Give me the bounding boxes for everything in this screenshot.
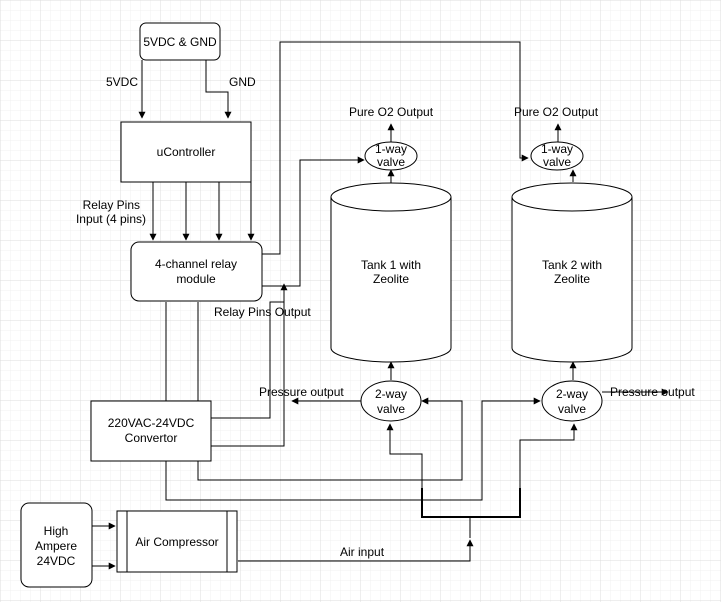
tank1-cylinder: Tank 1 with Zeolite bbox=[330, 182, 452, 363]
label-gnd: GND bbox=[229, 75, 256, 89]
label-air-input: Air input bbox=[340, 545, 385, 559]
high-ampere-label-line2: Ampere bbox=[35, 539, 77, 553]
label-5vdc: 5VDC bbox=[106, 75, 138, 89]
valve-1way-tank1-line2: valve bbox=[377, 155, 405, 169]
tank1-label-line2: Zeolite bbox=[373, 272, 409, 286]
label-pure-o2-output-1: Pure O2 Output bbox=[349, 105, 434, 119]
valve-2way-tank2-line1: 2-way bbox=[556, 387, 588, 401]
power-5vdc-gnd-label: 5VDC & GND bbox=[143, 35, 217, 49]
converter-label-line2: Convertor bbox=[125, 431, 178, 445]
label-pressure-output-2: Pressure output bbox=[610, 385, 695, 399]
wire-gnd bbox=[205, 60, 232, 119]
valve-1way-tank1-line1: 1-way bbox=[375, 142, 407, 156]
tank2-cylinder: Tank 2 with Zeolite bbox=[511, 182, 633, 363]
power-5vdc-gnd-box: 5VDC & GND bbox=[139, 22, 221, 61]
wire-relay-to-2way-1 bbox=[197, 397, 463, 481]
air-compressor-box: Air Compressor bbox=[116, 510, 238, 573]
wire-relay-to-2way-2 bbox=[165, 397, 541, 501]
label-relay-pins-input-line2: Input (4 pins) bbox=[76, 212, 146, 226]
relay-module-label-line2: module bbox=[176, 272, 216, 286]
ucontroller-label: uController bbox=[157, 145, 216, 159]
high-ampere-label-line3: 24VDC bbox=[37, 554, 76, 568]
wire-relay-to-1way-2 bbox=[262, 41, 529, 255]
valve-1way-tank1: 1-way valve bbox=[364, 141, 418, 171]
ucontroller-box: uController bbox=[120, 121, 252, 183]
label-relay-pins-input-line1: Relay Pins bbox=[83, 198, 140, 212]
valve-2way-tank1-line2: valve bbox=[377, 402, 405, 416]
wire-air-to-2way-1 bbox=[386, 423, 423, 488]
tank2-label-line2: Zeolite bbox=[554, 272, 590, 286]
converter-box: 220VAC-24VDC Convertor bbox=[90, 400, 212, 462]
connectors bbox=[91, 41, 669, 570]
wire-converter-to-relay-2 bbox=[211, 290, 285, 447]
high-ampere-label-line1: High bbox=[44, 524, 69, 538]
relay-module-box: 4-channel relay module bbox=[130, 241, 263, 302]
valve-2way-tank1: 2-way valve bbox=[360, 380, 422, 422]
air-compressor-label: Air Compressor bbox=[135, 535, 218, 549]
air-manifold bbox=[421, 488, 521, 518]
label-relay-pins-output: Relay Pins Output bbox=[214, 305, 311, 319]
valve-2way-tank2-line2: valve bbox=[558, 402, 586, 416]
tank1-label-line1: Tank 1 with bbox=[361, 258, 421, 272]
edge-labels: 5VDC GND Relay Pins Input (4 pins) Relay… bbox=[76, 75, 695, 559]
valve-2way-tank1-line1: 2-way bbox=[375, 387, 407, 401]
wire-air-to-2way-2 bbox=[519, 423, 578, 488]
wire-air-input bbox=[238, 539, 474, 562]
valve-1way-tank2-line2: valve bbox=[543, 155, 571, 169]
high-ampere-box: High Ampere 24VDC bbox=[20, 502, 93, 588]
label-pressure-output-1: Pressure output bbox=[259, 385, 344, 399]
relay-module-label-line1: 4-channel relay bbox=[155, 257, 237, 271]
valve-1way-tank2: 1-way valve bbox=[530, 141, 584, 171]
tank2-label-line1: Tank 2 with bbox=[542, 258, 602, 272]
valve-1way-tank2-line1: 1-way bbox=[541, 142, 573, 156]
label-pure-o2-output-2: Pure O2 Output bbox=[514, 105, 599, 119]
converter-label-line1: 220VAC-24VDC bbox=[108, 416, 195, 430]
valve-2way-tank2: 2-way valve bbox=[541, 380, 603, 422]
